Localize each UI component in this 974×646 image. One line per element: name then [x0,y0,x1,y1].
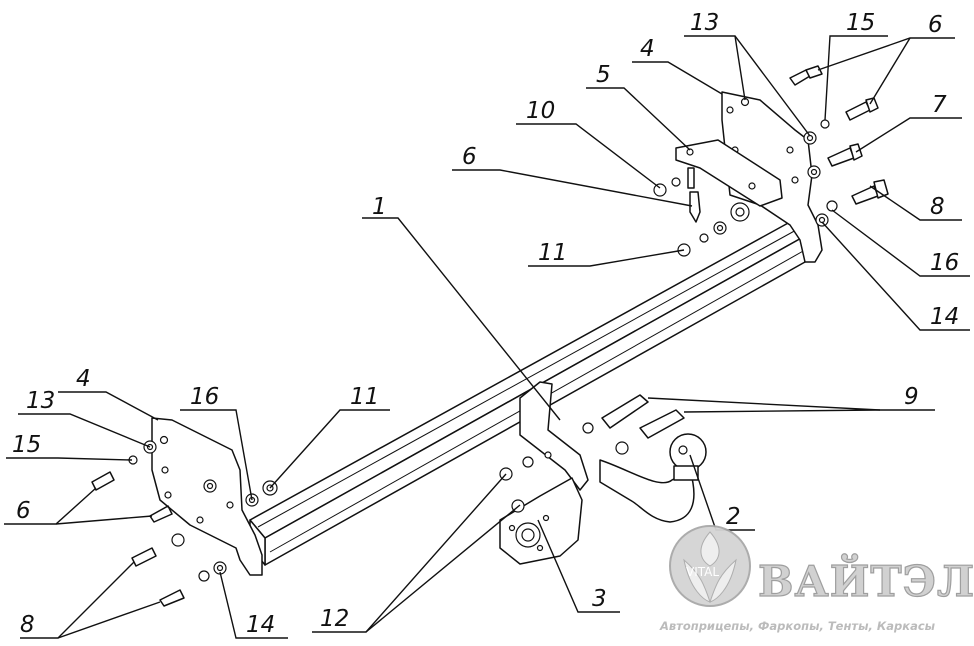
label-15-right: 15 [846,10,875,36]
label-1: 1 [372,194,387,220]
label-7: 7 [932,92,947,118]
brand-tagline: Автоприцепы, Фаркопы, Тенты, Каркасы [659,619,936,633]
label-16-right: 16 [930,250,959,276]
part-labels: 1 2 3 4 4 5 6 6 6 7 8 8 9 10 11 11 12 13… [12,10,959,638]
label-12: 12 [320,606,349,632]
label-6-mid: 6 [462,144,477,170]
brand-name: ВАЙТЭЛ [758,553,974,606]
left-side-plate [151,417,263,576]
vital-emblem: VITAL [669,525,751,607]
bolt-8-right [851,179,889,205]
label-16-left: 16 [190,384,219,410]
bolt-mid-right [845,97,879,121]
label-4-left: 4 [76,366,91,392]
tow-ball [599,433,707,523]
label-9: 9 [904,384,919,410]
label-2: 2 [726,504,741,530]
label-5: 5 [596,62,611,88]
label-6-top-right: 6 [928,12,943,38]
label-4-right: 4 [640,36,655,62]
leader-lines [4,35,970,639]
label-14-left: 14 [246,612,275,638]
label-11-left: 11 [350,384,379,410]
label-13-right: 13 [690,10,719,36]
socket-plate [499,467,583,565]
bolt-top-right [789,65,823,86]
label-13-left: 13 [26,388,55,414]
label-11-right: 11 [538,240,567,266]
right-hardware [653,65,889,257]
brand-watermark: VITAL ВАЙТЭЛ Автоприцепы, Фаркопы, Тенты… [659,525,974,633]
bolt-7 [827,143,863,167]
small-bracket [675,139,783,207]
label-15-left: 15 [12,432,41,458]
label-14-right: 14 [930,304,959,330]
label-6-left: 6 [16,498,31,524]
label-10: 10 [526,98,555,124]
ball-mount-bracket [519,381,685,491]
label-8-right: 8 [930,194,945,220]
vital-emblem-text: VITAL [686,565,719,579]
label-3: 3 [592,586,607,612]
label-8-left: 8 [20,612,35,638]
